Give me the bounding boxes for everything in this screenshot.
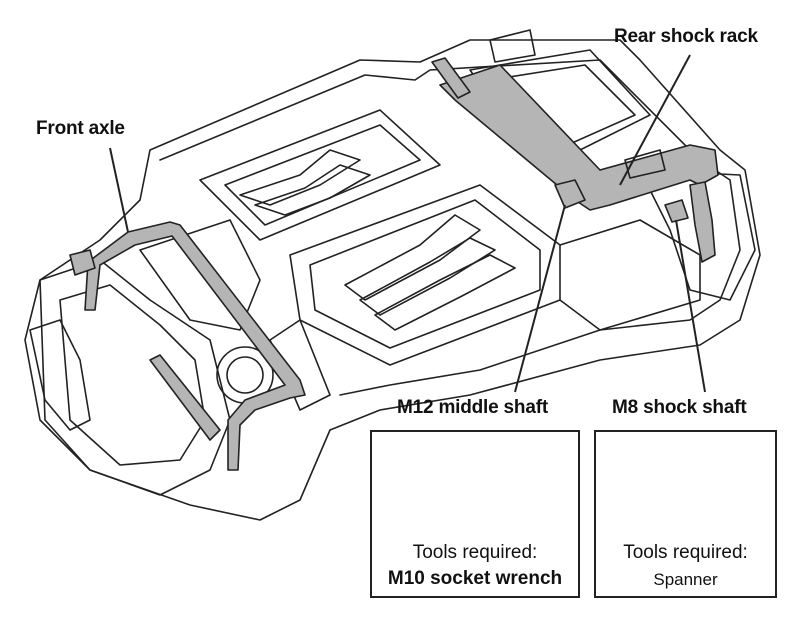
chassis-body-outline [24, 39, 761, 521]
front-axle-part [84, 221, 306, 471]
tool-required-label: Tools required: [412, 542, 538, 563]
tool-name: M10 socket wrench [387, 568, 563, 589]
tool-required-label: Tools required: [623, 542, 748, 563]
m8-shock-shaft-label: M8 shock shaft [612, 397, 747, 418]
rear-shock-rack-label: Rear shock rack [614, 26, 758, 47]
m8-shock-shaft-part [664, 199, 689, 223]
rear-shock-rack-leader [619, 54, 691, 186]
front-axle-leader [109, 147, 129, 233]
tool-box-socket-wrench: Tools required: M10 socket wrench [370, 430, 580, 598]
front-floor-pan [199, 109, 441, 241]
rear-floor-pan [289, 184, 561, 366]
shock-absorber-part [689, 181, 716, 263]
m12-middle-shaft-label: M12 middle shaft [397, 397, 548, 418]
m12-middle-shaft-leader [514, 204, 566, 393]
tool-box-spanner: Tools required: Spanner [594, 430, 777, 598]
front-axle-label: Front axle [36, 118, 125, 139]
m12-middle-shaft-part [554, 179, 586, 209]
tool-name: Spanner [653, 570, 718, 589]
m8-shock-shaft-leader [675, 219, 706, 393]
